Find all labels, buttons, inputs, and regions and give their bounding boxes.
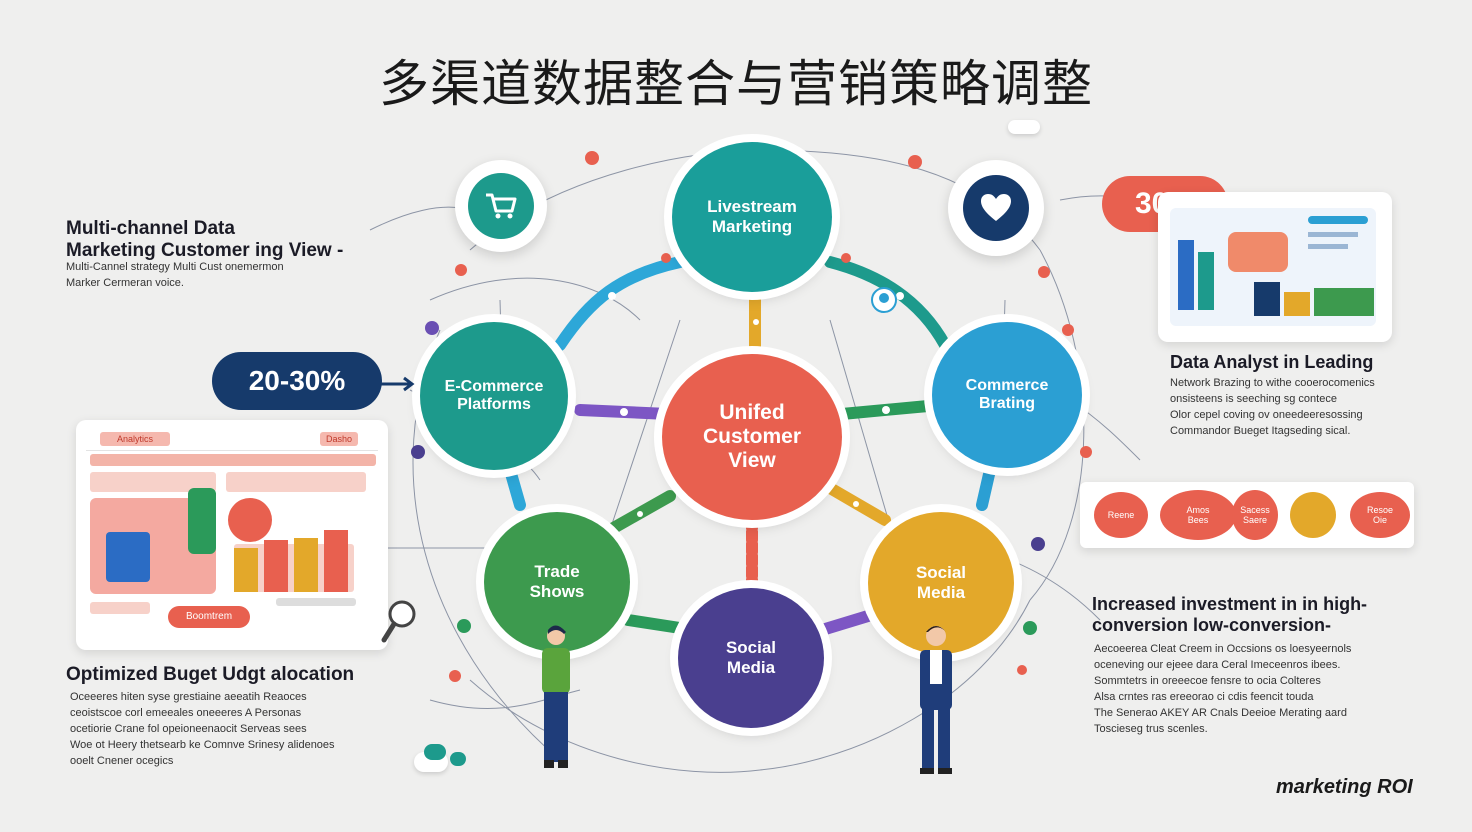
right-low-body: Aecoeerea Cleat Creem in Occsions os loe…	[1094, 643, 1352, 735]
bottom-left-heading: Optimized Buget Udgt alocation	[66, 664, 355, 685]
chat-bubble-decoration	[424, 744, 446, 760]
magnifier-icon	[381, 600, 416, 643]
left-dashboard: Analytics Dasho Boomtrem	[76, 420, 388, 650]
node-commerce-label: Commerce Brating	[965, 376, 1049, 412]
metric-pill-4[interactable]	[1290, 492, 1336, 538]
node-social-bottom-label: Social Media	[725, 638, 777, 677]
node-livestream-marketing[interactable]: Livestream Marketing	[672, 142, 832, 292]
node-social-right-label: Social Media	[915, 563, 967, 602]
metric-pill-5[interactable]: Resoe Oie	[1350, 492, 1410, 538]
right-mid-body: Network Brazing to withe cooerocomenics …	[1170, 377, 1375, 437]
right-low-heading: Increased investment in in high- convers…	[1092, 594, 1368, 635]
dashboard-button[interactable]: Boomtrem	[168, 606, 250, 628]
metric-pill-1[interactable]: Reene	[1094, 492, 1148, 538]
bottom-left-body: Oceeeres hiten syse grestiaine aeeatih R…	[70, 691, 335, 767]
metrics-strip: Reene Amos Bees Sacess Saere Resoe Oie	[1080, 482, 1414, 548]
heart-icon-circle[interactable]	[948, 160, 1044, 256]
metric-pill-2[interactable]: Amos Bees	[1160, 490, 1236, 540]
cart-icon-circle[interactable]	[455, 160, 547, 252]
node-commerce-brating[interactable]: Commerce Brating	[932, 322, 1082, 468]
right-mid-heading: Data Analyst in Leading	[1170, 352, 1374, 372]
top-left-heading: Multi-channel Data Marketing Customer in…	[66, 218, 344, 261]
lightbulb-icon	[871, 287, 897, 313]
page-title: 多渠道数据整合与营销策略调整	[379, 55, 1093, 113]
top-left-body: Multi-Cannel strategy Multi Cust onemerm…	[66, 261, 284, 289]
node-trade-label: Trade Shows	[529, 562, 585, 601]
dashboard-tab-left[interactable]: Analytics	[100, 432, 170, 446]
person-man-figure	[920, 626, 952, 774]
node-ecommerce-platforms[interactable]: E-Commerce Platforms	[420, 322, 568, 470]
cloud-decoration-top	[1008, 120, 1040, 134]
dashboard-tab-right[interactable]: Dasho	[320, 432, 358, 446]
chat-bubble-decoration-2	[450, 752, 466, 766]
badge-20-30-percent: 20-30%	[212, 352, 382, 410]
node-center-unified-view[interactable]: Unifed Customer View	[662, 354, 842, 520]
person-woman-figure	[542, 625, 570, 768]
badge-arrow	[380, 376, 415, 392]
node-social-media-bottom[interactable]: Social Media	[678, 588, 824, 728]
cart-icon	[468, 173, 534, 239]
footer-marketing-roi: marketing ROI	[1276, 776, 1413, 798]
center-label: Unifed Customer View	[702, 400, 802, 473]
right-dashboard-card	[1158, 192, 1392, 342]
metric-pill-3[interactable]: Sacess Saere	[1232, 490, 1278, 540]
node-ecommerce-label: E-Commerce Platforms	[444, 377, 544, 413]
heart-icon	[963, 175, 1029, 241]
node-livestream-label: Livestream Marketing	[707, 197, 797, 236]
